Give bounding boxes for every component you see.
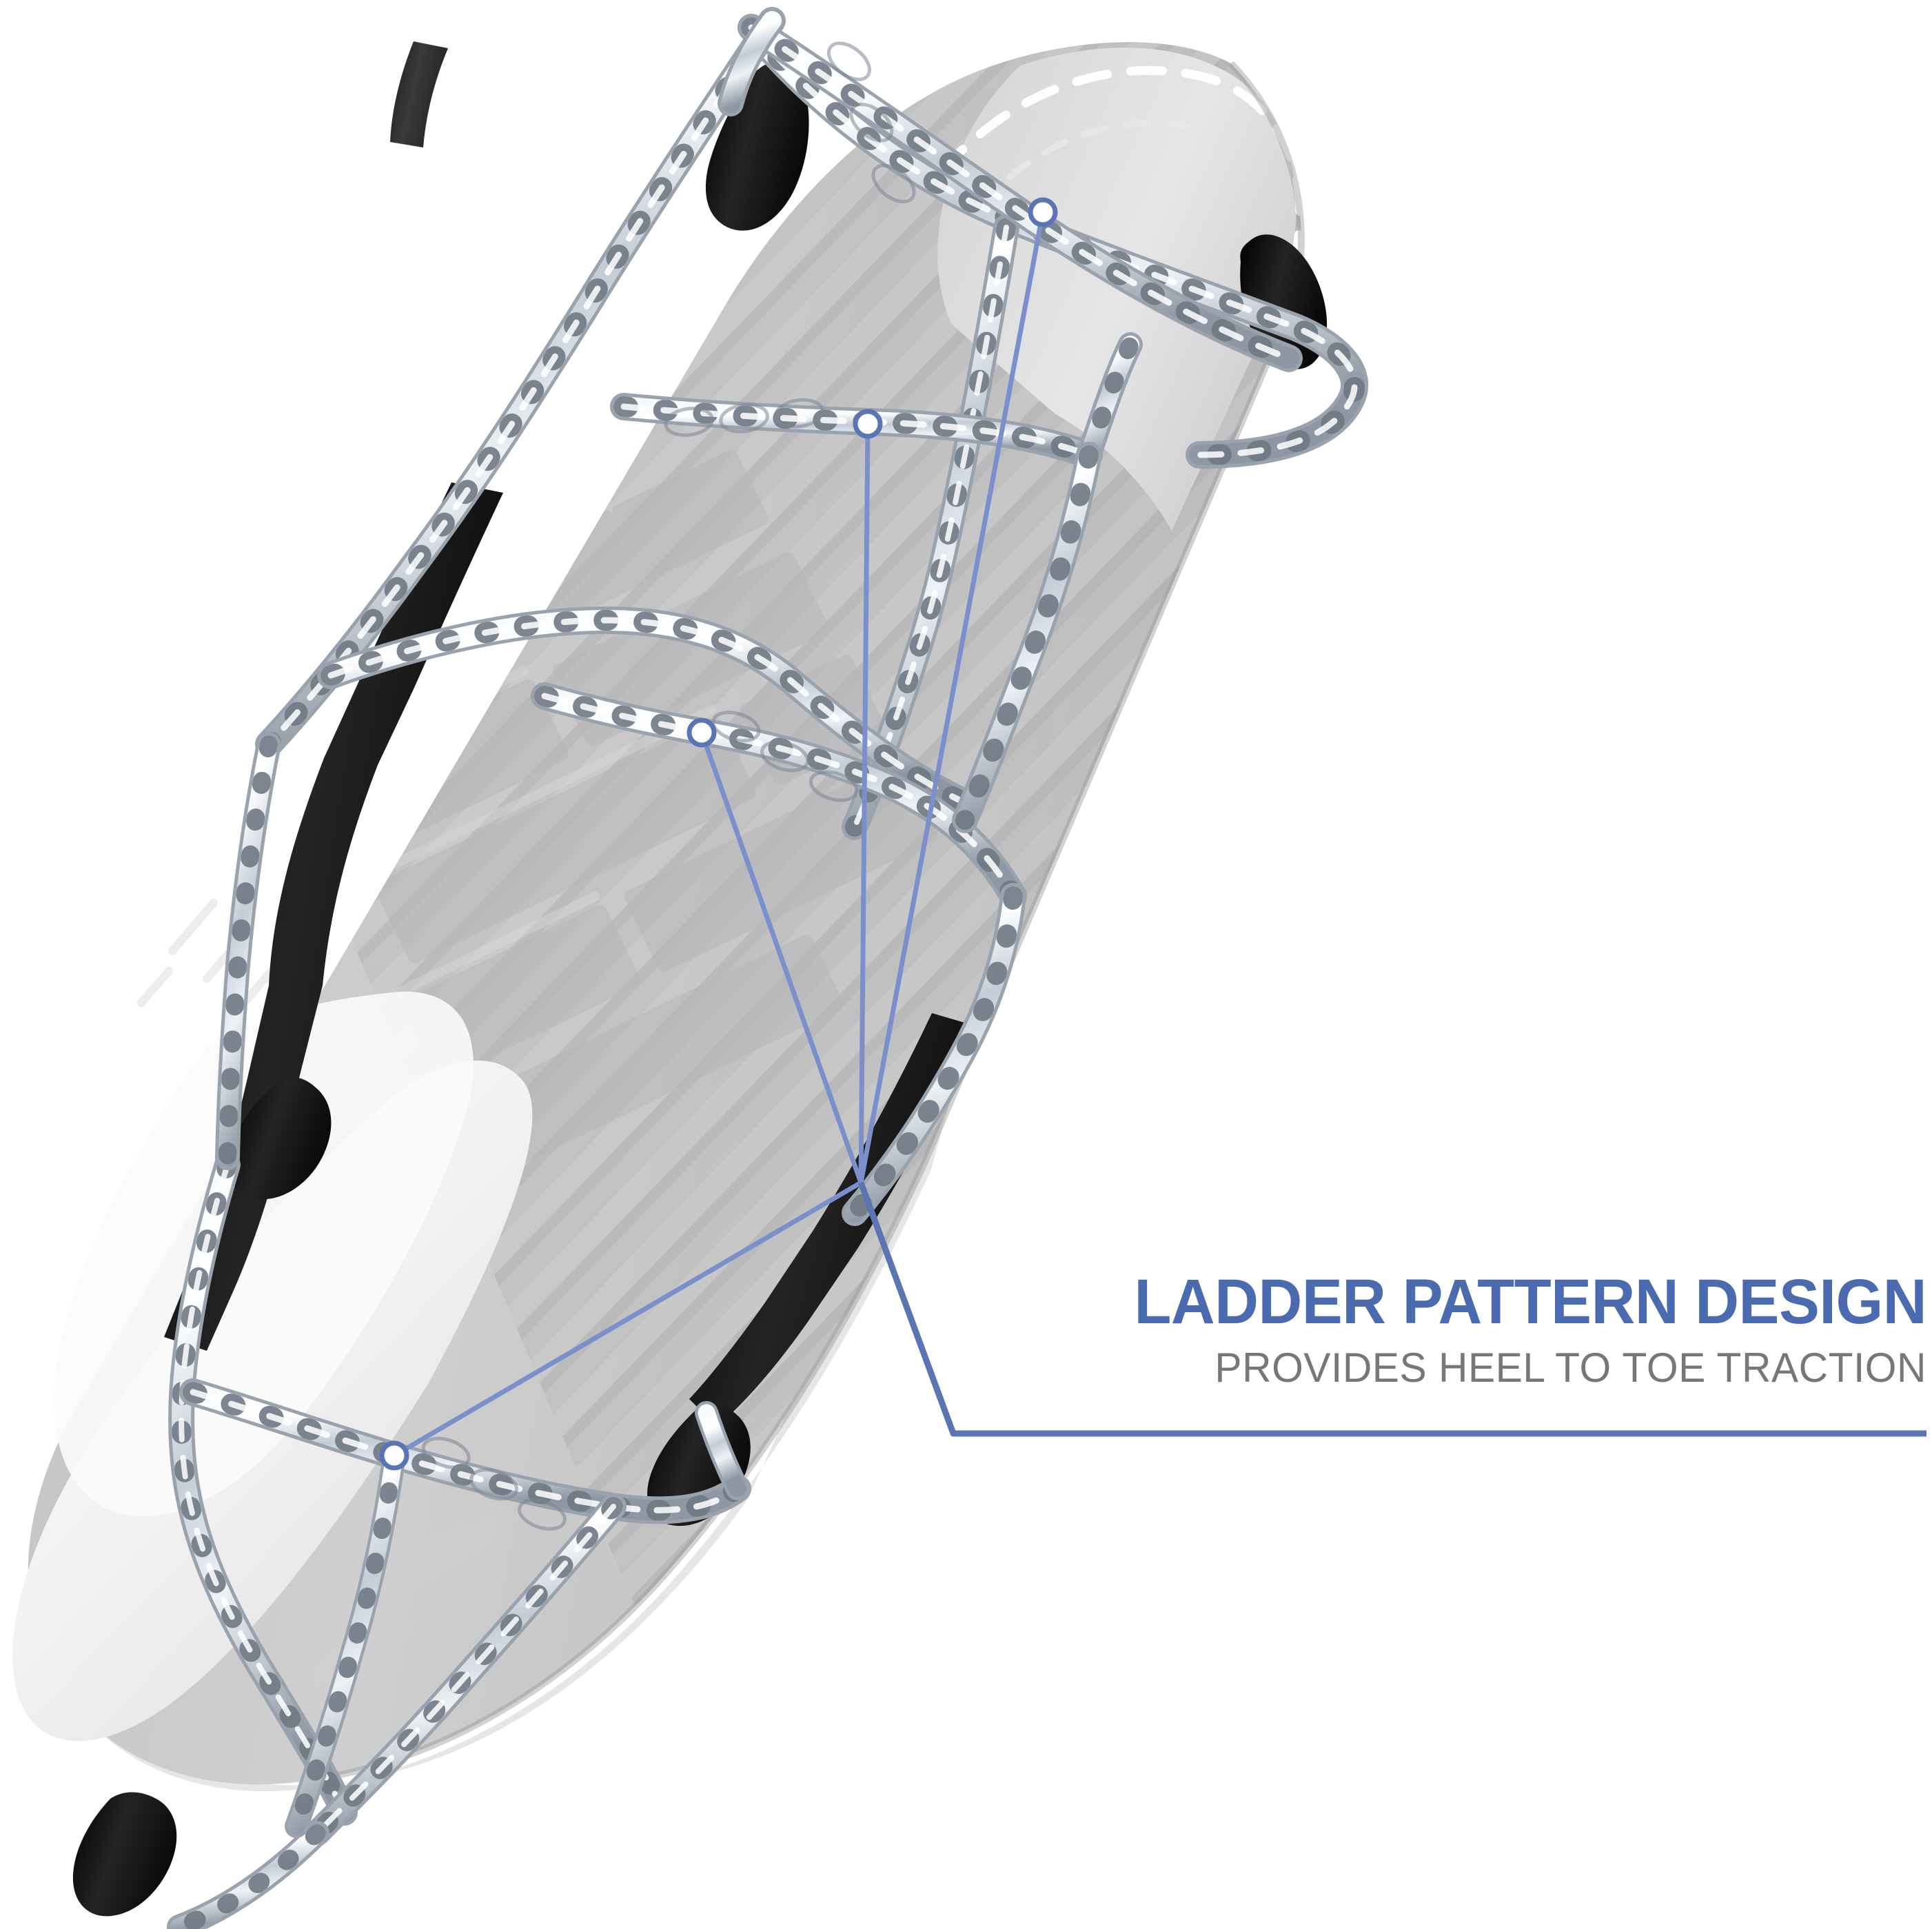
sole-heel-highlight [54, 991, 474, 1517]
strap-arch-long [689, 1013, 979, 1427]
chain-rail-right-lower [952, 442, 1102, 833]
chain-rung-heel [179, 1378, 751, 1524]
callout-markers [379, 197, 1058, 1471]
chain-runs [167, 7, 1369, 1929]
callout-leader-lines [393, 212, 1926, 1458]
chain-rail-arch [842, 883, 1026, 1226]
leader-to-callout-rule [857, 1181, 1926, 1437]
leader-to-marker-4 [393, 1180, 862, 1458]
chain-heel-bottom [167, 1821, 329, 1929]
chain-rail-left-lower [215, 732, 281, 1170]
marker-midfoot-rung[interactable] [687, 717, 717, 748]
marker-forefoot-rung[interactable] [853, 409, 883, 439]
chain-link-details [421, 41, 916, 1531]
chain-rail-heel-left [168, 1152, 358, 1826]
strap-upper-left [390, 41, 448, 147]
strap-toe-anchor [705, 61, 809, 231]
chain-rail-upper-left [718, 8, 785, 116]
chain-heel-v-left [285, 1444, 406, 1838]
heel-branding-marks [137, 899, 287, 1010]
chain-rail-outer [738, 14, 1369, 469]
toe-stitching [936, 65, 1305, 363]
chain-rung-1 [738, 14, 1303, 372]
sole-edge-right [323, 61, 1305, 1782]
chain-rail-heel-right [695, 1401, 749, 1500]
chain-heel-v-right [304, 1493, 627, 1846]
leader-to-marker-2 [858, 423, 871, 1183]
strap-heel-anchor-left [229, 1077, 332, 1200]
strap-heel-lug-bottom [72, 1792, 177, 1917]
marker-heel-rung[interactable] [379, 1440, 409, 1471]
leader-to-marker-3 [699, 731, 864, 1184]
marker-toe-crossbar[interactable] [1028, 197, 1058, 227]
traction-chain-network [167, 7, 1369, 1929]
leader-to-marker-1 [858, 212, 1046, 1183]
